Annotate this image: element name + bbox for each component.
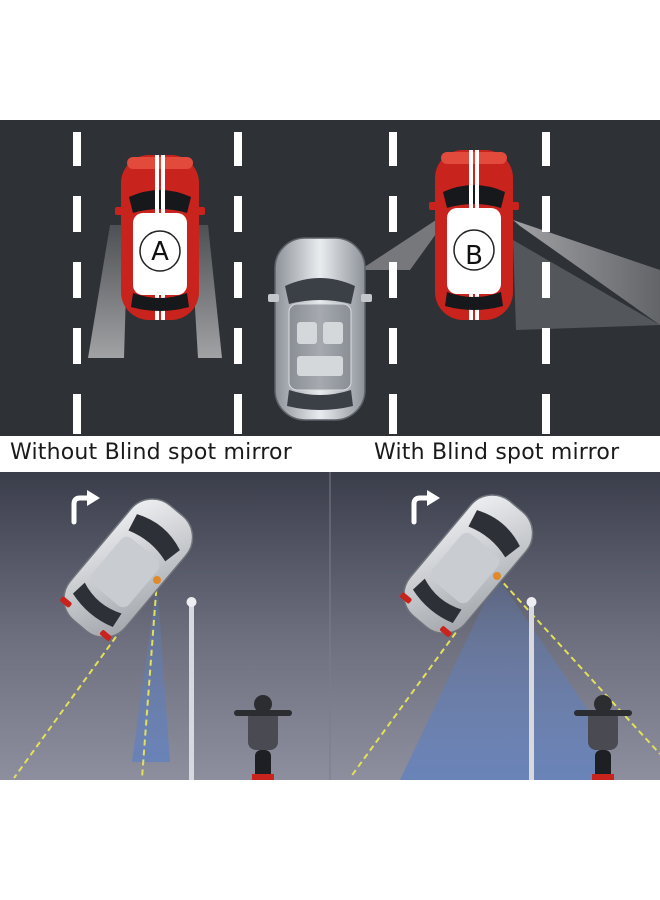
top-road-svg: A B [73,132,660,434]
lane-line-3 [389,132,397,434]
lane-line-4 [542,132,550,434]
turn-right-arrow-icon [411,490,440,525]
right-lamp-post [526,597,537,780]
right-sight-line-inner [496,575,660,755]
right-motorcyclist [574,695,632,780]
left-mirror-dot [153,576,161,584]
lane-line-1 [73,132,81,434]
left-motorcyclist [234,695,292,780]
bottom-scene-svg [0,472,660,780]
left-lamp-post [186,597,197,780]
bottom-turn-scene [0,472,660,780]
left-sight-line-inner [141,579,158,779]
right-turning-car [400,494,534,637]
car-b [429,150,519,320]
caption-with-mirror: With Blind spot mirror [374,440,620,465]
right-view-beam [400,576,600,780]
right-mirror-dot [493,572,501,580]
car-a [115,155,205,320]
lane-line-2 [234,132,242,434]
caption-strip: Without Blind spot mirror With Blind spo… [0,436,660,472]
caption-without-mirror: Without Blind spot mirror [10,440,292,465]
lane-markings [73,132,550,434]
left-turning-car [60,498,194,641]
blind-spot-car [268,237,372,421]
car-b-view-beams [360,220,660,330]
car-a-label: A [151,237,169,267]
top-road-diagram: A B [0,120,660,440]
turn-right-arrow-icon [71,490,100,525]
car-b-label: B [465,241,483,271]
